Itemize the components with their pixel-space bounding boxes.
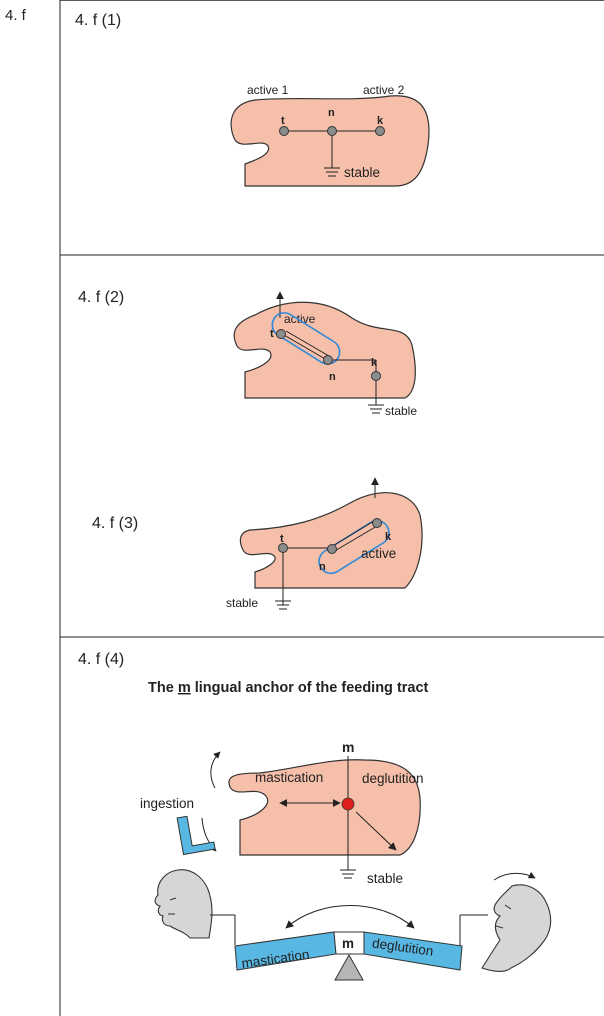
- t-n-selection-outline: [271, 312, 341, 365]
- panel-4-heading: The m lingual anchor of the feeding trac…: [148, 680, 429, 696]
- ground-symbol-3: [275, 600, 291, 610]
- panel-2: 4. f (2) active t n k stable: [78, 289, 417, 418]
- anchor-point-m: [341, 797, 355, 811]
- m-label: m: [342, 739, 354, 755]
- tongue-shape-3: [239, 492, 423, 589]
- heading-m: m: [178, 680, 191, 696]
- point-t-2-label: t: [270, 328, 274, 340]
- t-n-link-b: [285, 330, 330, 357]
- panel-2-title: 4. f (2): [78, 289, 124, 306]
- panel-1-title: 4. f (1): [75, 12, 121, 29]
- point-k-2-label: k: [371, 357, 378, 369]
- active-2-label: active 2: [363, 83, 405, 97]
- stable-label: stable: [344, 165, 380, 180]
- seesaw-swing-arrow: [285, 905, 415, 929]
- panel-4-title: 4. f (4): [78, 651, 124, 668]
- tilt-arrow-icon: [493, 871, 536, 881]
- panel-3-title: 4. f (3): [92, 515, 138, 532]
- t-n-link-a: [283, 334, 328, 361]
- utensil-icon: [176, 815, 216, 856]
- point-k-3-label: k: [385, 531, 392, 543]
- stable-label-2: stable: [385, 404, 417, 418]
- stable-label-4: stable: [367, 871, 403, 886]
- fulcrum-triangle: [334, 953, 364, 981]
- deglutition-label: deglutition: [362, 771, 424, 786]
- point-t-2: [276, 329, 286, 339]
- point-n-2-label: n: [329, 371, 336, 383]
- ground-symbol-4: [340, 869, 356, 879]
- point-k-2: [371, 371, 381, 381]
- point-t-3-label: t: [280, 533, 284, 545]
- point-t-3: [278, 543, 288, 553]
- point-n: [327, 126, 337, 136]
- n-k-link-b: [332, 525, 378, 553]
- heading-post: lingual anchor of the feeding tract: [191, 680, 429, 696]
- point-k-label: k: [377, 115, 384, 127]
- seesaw-right-segment: [363, 931, 463, 971]
- left-head-icon: [154, 869, 213, 939]
- stable-label-3: stable: [226, 596, 258, 610]
- point-n-3-label: n: [319, 561, 326, 573]
- mastication-label: mastication: [255, 770, 323, 785]
- active-1-label: active 1: [247, 83, 289, 97]
- ingestion-label: ingestion: [140, 796, 194, 811]
- panel-3: 4. f (3) t n k active stable: [92, 477, 423, 610]
- point-n-label: n: [328, 107, 335, 119]
- point-n-2: [323, 355, 333, 365]
- tongue-shape-2: [233, 301, 416, 399]
- ground-symbol: [324, 167, 340, 177]
- point-n-3: [327, 544, 337, 554]
- right-head-icon: [481, 884, 552, 972]
- panel-4: 4. f (4) The m lingual anchor of the fee…: [78, 651, 552, 981]
- point-t-label: t: [281, 115, 285, 127]
- heading-pre: The: [148, 680, 178, 696]
- n-k-link-a: [330, 520, 375, 548]
- seesaw-center-label: m: [342, 936, 354, 951]
- ground-symbol-2: [368, 404, 384, 414]
- point-k-3: [372, 518, 382, 528]
- active-label-3: active: [361, 546, 396, 561]
- ingestion-arrow-up: [210, 751, 221, 789]
- point-k: [375, 126, 385, 136]
- section-label: 4. f: [5, 7, 27, 24]
- deglutition-arrow: [355, 811, 397, 851]
- tongue-shape-1: [230, 95, 430, 187]
- point-t: [279, 126, 289, 136]
- panel-1: 4. f (1) active 1 active 2 t n k stable: [75, 12, 430, 187]
- table-frame: [59, 0, 604, 1016]
- tongue-shape-4: [228, 759, 421, 856]
